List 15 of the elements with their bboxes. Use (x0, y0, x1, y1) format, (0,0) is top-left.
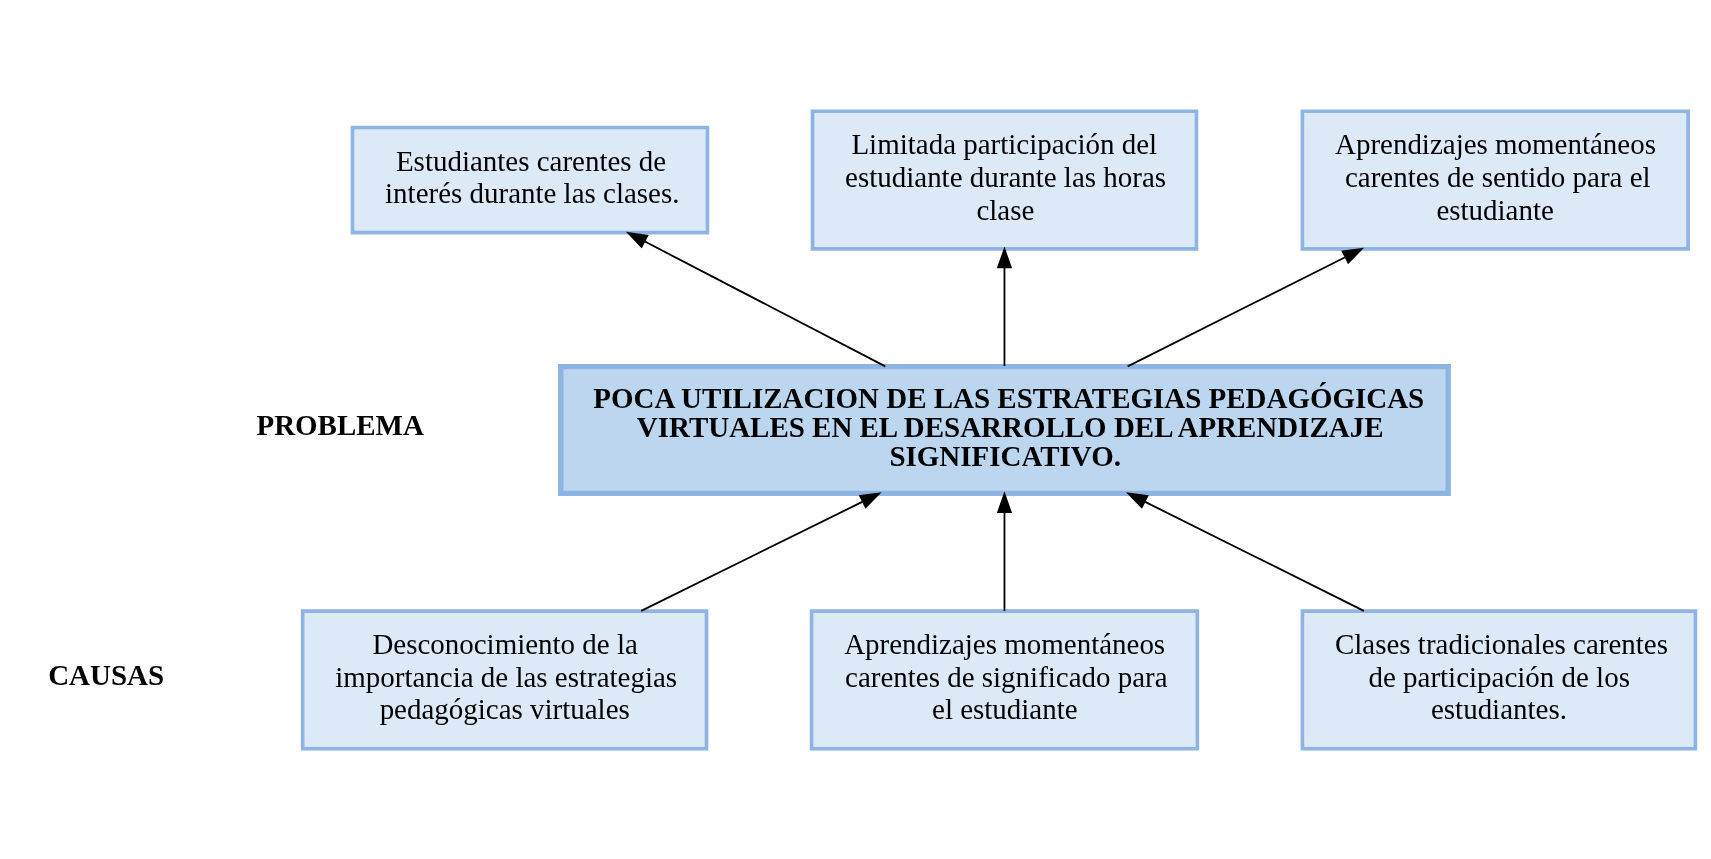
node-box: Desconocimiento de la importancia de las estrategias pedagógicas virtuales (300, 608, 709, 751)
node-box: Aprendizajes momentáneos carentes de significado para el estudiante (809, 608, 1200, 751)
arrow (996, 490, 1013, 612)
node-box: POCA UTILIZACION DE LAS ESTRATEGIAS PEDAGÓGICAS VIRTUALES EN EL DESARROLLO DEL APRENDIZAJE SIGNIFICATIVO. (558, 363, 1451, 496)
arrow (1125, 491, 1365, 612)
arrow (640, 491, 882, 612)
node-box: Limitada participación del estudiante durante las horas clase (810, 108, 1199, 251)
node-box: Estudiantes carentes de interés durante las clases. (350, 125, 710, 234)
node-box: Aprendizajes momentáneos carentes de sentido para el estudiante (1300, 108, 1690, 251)
label: PROBLEMA (256, 408, 424, 441)
arrow (625, 231, 887, 367)
arrow (996, 245, 1013, 367)
label: CAUSAS (48, 658, 165, 691)
node-box: Clases tradicionales carentes de participación de los estudiantes. (1300, 608, 1698, 751)
arrow (1126, 247, 1365, 367)
